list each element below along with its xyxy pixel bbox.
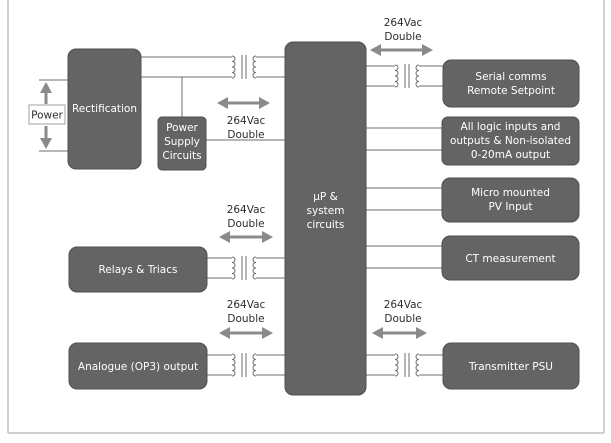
transmitter-label: Transmitter PSU [468, 361, 553, 373]
power-supply-block: Power Supply Circuits [157, 116, 207, 171]
ct-measurement-block: CT measurement [441, 235, 580, 281]
micro-system-block: µP & system circuits [284, 41, 367, 396]
rectification-label: Rectification [72, 103, 137, 115]
serial-label-line-1: Serial comms [475, 71, 546, 83]
power-supply-line-3: Circuits [162, 150, 201, 162]
transformer-relays [231, 256, 257, 280]
isolation-label-top: 264Vac Double [384, 17, 423, 43]
isolation-type: Double [227, 218, 264, 230]
isolation-label-analogue: 264Vac Double [227, 299, 266, 325]
micro-label-line-3: circuits [307, 219, 345, 231]
power-supply-line-2: Supply [164, 136, 200, 148]
isolation-label-mid: 264Vac Double [227, 115, 266, 141]
logic-io-block: All logic inputs and outputs & Non-isola… [441, 116, 580, 166]
power-label: Power [31, 110, 63, 122]
isolation-voltage: 264Vac [384, 299, 423, 311]
isolation-voltage: 264Vac [227, 115, 266, 127]
power-arrow [39, 79, 68, 152]
isolation-voltage: 264Vac [227, 299, 266, 311]
isolation-label-relays: 264Vac Double [227, 204, 266, 230]
micro-label-line-1: µP & [313, 191, 338, 203]
isolation-label-transmitter: 264Vac Double [384, 299, 423, 325]
analogue-label: Analogue (OP3) output [78, 361, 198, 373]
isolation-type: Double [384, 313, 421, 325]
micro-label-line-2: system [307, 205, 345, 217]
isolation-type: Double [227, 129, 264, 141]
isolation-voltage: 264Vac [227, 204, 266, 216]
wiring [141, 56, 443, 376]
power-label-box: Power [28, 104, 66, 125]
transmitter-psu-block: Transmitter PSU [442, 342, 580, 390]
transformer-analogue [231, 353, 257, 377]
isolation-voltage: 264Vac [384, 17, 423, 29]
relays-label: Relays & Triacs [99, 264, 178, 276]
rectification-block: Rectification [67, 48, 142, 170]
transformer-serial [394, 64, 420, 88]
isolation-arrow-relays [219, 231, 273, 243]
pv-label-line-2: PV Input [488, 201, 532, 213]
transformer-rectification [231, 55, 257, 79]
analogue-output-block: Analogue (OP3) output [68, 342, 208, 390]
page-frame [7, 0, 605, 434]
isolation-arrow-mid [217, 97, 270, 109]
transformer-transmitter [394, 353, 420, 377]
isolation-arrow-top [370, 44, 433, 56]
isolation-arrow-transmitter [372, 327, 427, 339]
isolation-type: Double [384, 31, 421, 43]
relays-triacs-block: Relays & Triacs [68, 246, 208, 293]
logic-label-line-3: 0-20mA output [471, 149, 550, 161]
isolation-type: Double [227, 313, 264, 325]
ct-label: CT measurement [465, 253, 555, 265]
serial-label-line-2: Remote Setpoint [467, 85, 555, 97]
isolation-arrow-analogue [219, 327, 273, 339]
logic-label-line-2: outputs & Non-isolated [450, 135, 571, 147]
pv-label-line-1: Micro mounted [471, 187, 550, 199]
power-supply-line-1: Power [166, 122, 198, 134]
logic-label-line-1: All logic inputs and [461, 121, 561, 133]
serial-comms-block: Serial comms Remote Setpoint [442, 59, 580, 108]
pv-input-block: Micro mounted PV Input [441, 177, 580, 223]
